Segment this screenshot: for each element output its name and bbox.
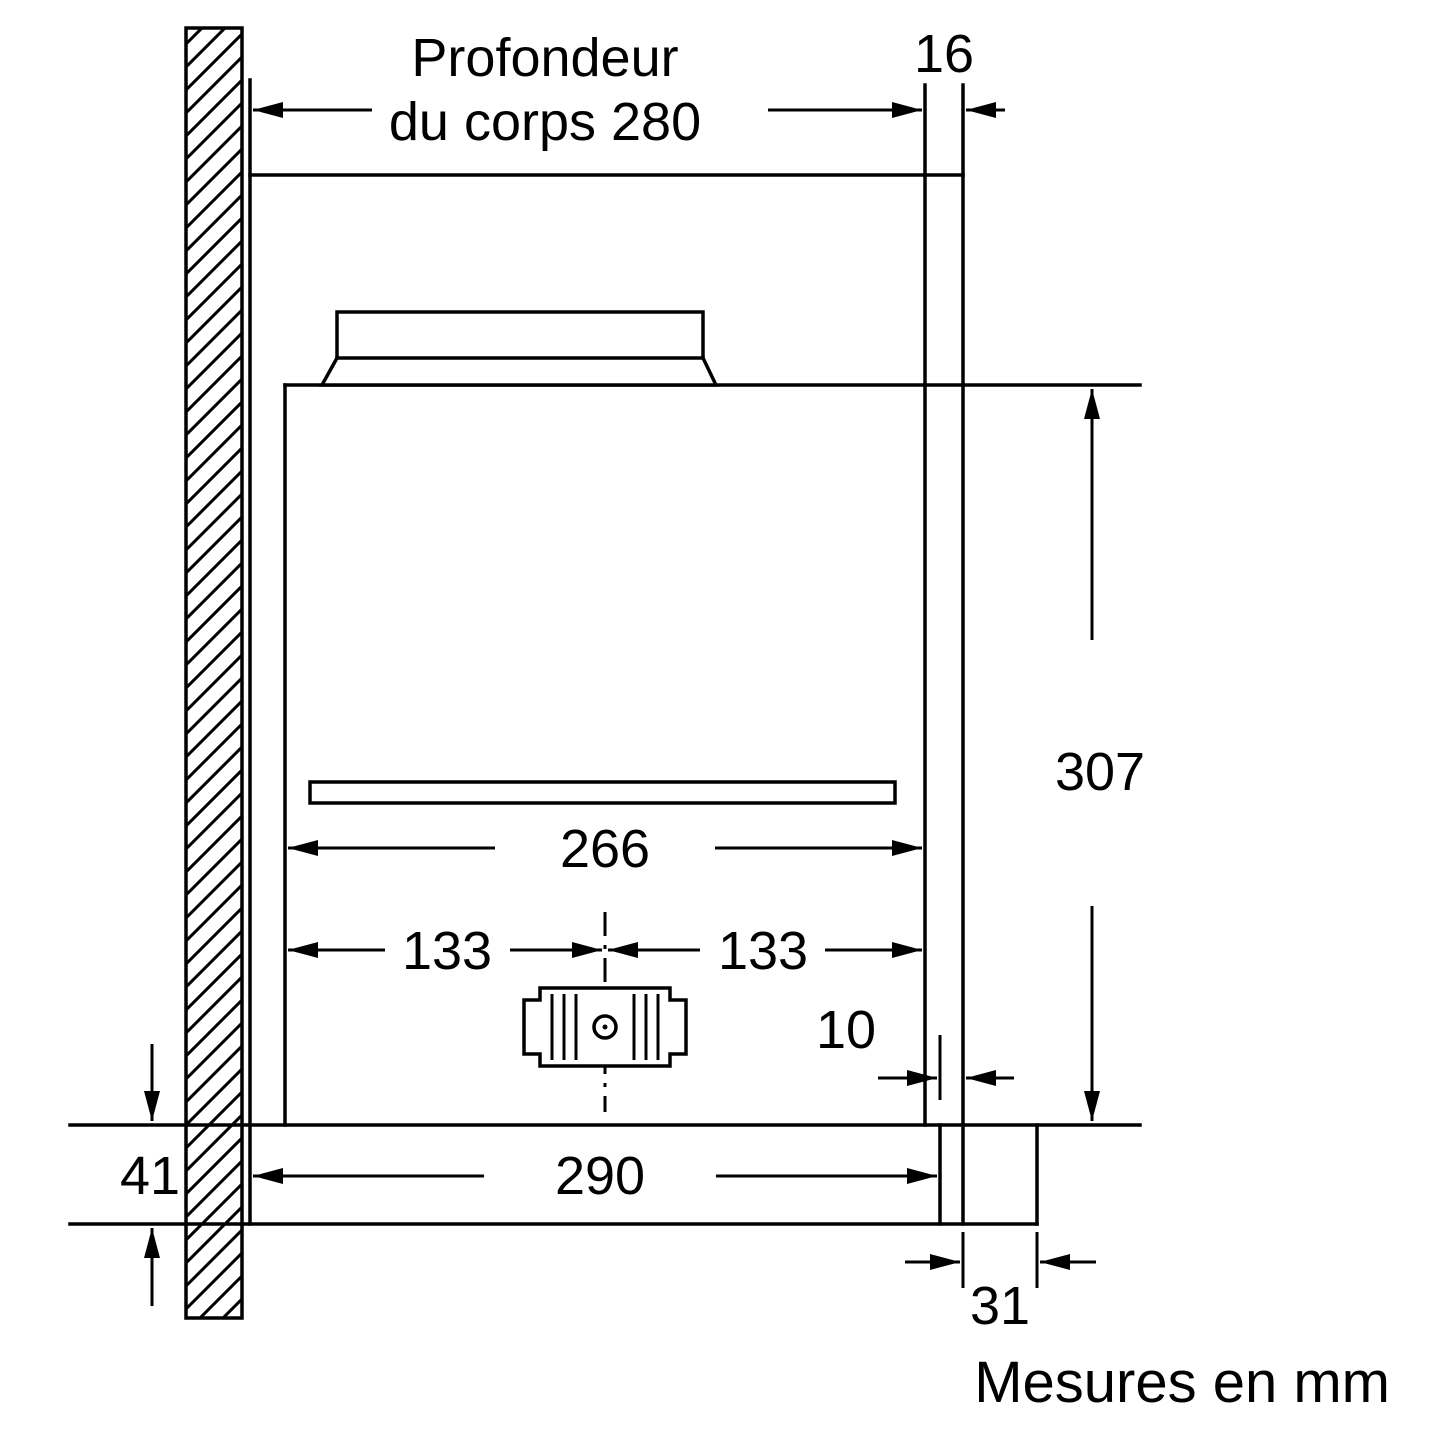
units-note: Mesures en mm [974,1350,1390,1415]
wall [184,26,244,1320]
wall-hatch [184,26,244,1320]
fitting-ribs [550,994,660,1060]
duct-adapter [319,310,719,387]
overhang-label: 31 [970,1276,1030,1336]
dimension-plinth-height: 41 [120,1044,180,1306]
plinth-height-label: 41 [120,1146,180,1206]
hood-body [283,383,1142,1127]
inner-width-label: 266 [560,819,650,879]
gap-label: 10 [816,1000,876,1060]
dimension-gap: 10 [816,1000,1014,1100]
dimension-half-left: 133 [288,921,602,981]
dimension-overhang: 31 [905,1232,1096,1336]
panel-thickness-label: 16 [914,24,974,84]
dimension-inner-width: 266 [288,819,922,879]
dimension-half-right: 133 [608,921,922,981]
dimension-height: 307 [1055,389,1145,1121]
duct-fitting [522,986,688,1068]
half-left-label: 133 [402,921,492,981]
depth-label-line2: du corps 280 [389,92,701,152]
dimension-panel-thickness: 16 [914,24,1005,118]
cabinet-structure [68,78,1142,1226]
fitting-center-dot [602,1024,608,1030]
pull-out-visor [308,780,897,805]
half-right-label: 133 [718,921,808,981]
visor-bar [308,780,897,805]
duct-adapter-outline [319,310,719,387]
bottom-width-label: 290 [555,1146,645,1206]
dimension-bottom-width: 290 [253,1146,937,1206]
height-label: 307 [1055,742,1145,802]
overhang-extension-lines [961,1232,1039,1288]
dimension-depth: Profondeur du corps 280 [253,28,922,152]
depth-label-line1: Profondeur [411,28,678,88]
